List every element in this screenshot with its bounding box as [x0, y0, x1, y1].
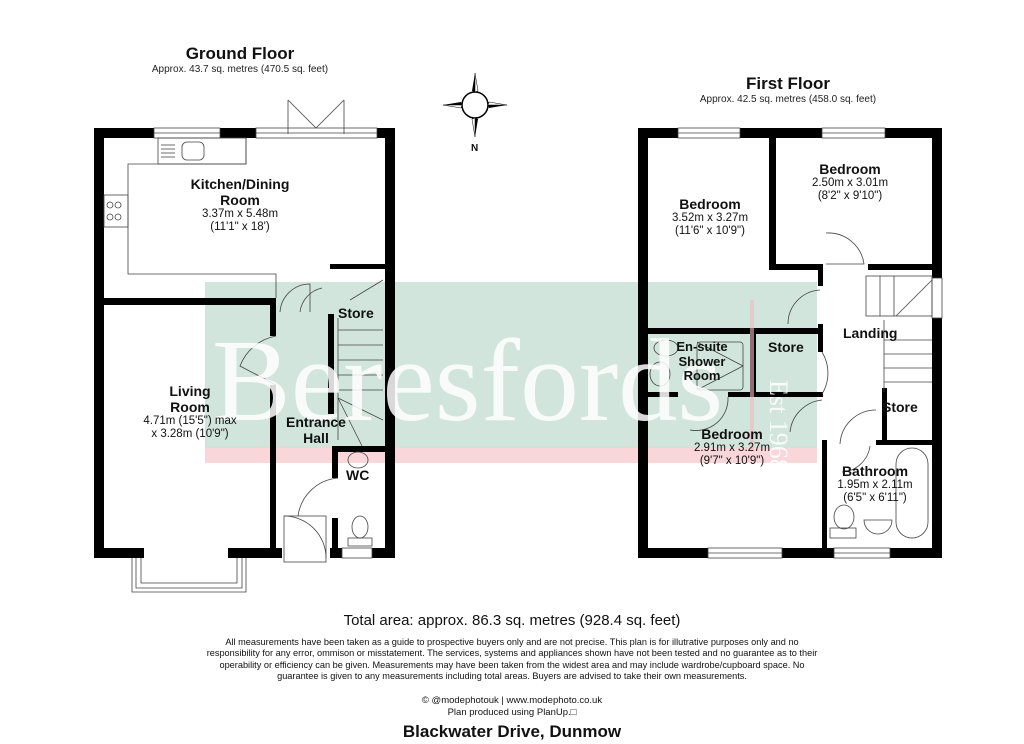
ground-floor-area: Approx. 43.7 sq. metres (470.5 sq. feet) [151, 64, 329, 75]
ground-floor-fixtures [103, 99, 384, 593]
room-landing: Landing [843, 325, 898, 341]
room-entrance-hall: Entrance Hall [286, 414, 346, 446]
room-store-first-2: Store [882, 399, 918, 415]
credit-copyright: © @modephotouk | www.modephoto.co.uk [421, 695, 603, 706]
first-floor-area: Approx. 42.5 sq. metres (458.0 sq. feet) [699, 94, 877, 105]
room-living: Living Room 4.71m (15'5") max x 3.28m (1… [143, 383, 237, 440]
first-floor-title: First Floor [745, 74, 831, 93]
credits: © @modephotouk | www.modephoto.co.uk Pla… [0, 695, 1024, 719]
room-store-ground: Store [338, 305, 374, 321]
ground-floor-header: Ground Floor Approx. 43.7 sq. metres (47… [140, 44, 340, 75]
disclaimer: All measurements have been taken as a gu… [206, 637, 818, 681]
watermark-brand-text: Beresfords [212, 315, 723, 446]
compass-rose-icon [442, 72, 508, 138]
ground-floor-title: Ground Floor [185, 44, 295, 63]
first-floor-walls [638, 128, 942, 558]
room-store-first-1: Store [768, 339, 804, 355]
credit-planup: Plan produced using PlanUp.□ [447, 707, 577, 718]
watermark-band-green [205, 282, 817, 448]
ground-floor-walls [94, 128, 395, 558]
first-floor-fixtures [649, 127, 943, 559]
first-floor-header: First Floor Approx. 42.5 sq. metres (458… [688, 74, 888, 105]
compass-north-label: N [471, 143, 479, 154]
room-bedroom-2: Bedroom 2.50m x 3.01m (8'2" x 9'10") [811, 161, 889, 202]
room-bathroom: Bathroom 1.95m x 2.11m (6'5" x 6'11") [837, 463, 913, 504]
total-area: Total area: approx. 86.3 sq. metres (928… [343, 612, 681, 629]
room-wc: WC [346, 467, 370, 483]
room-bedroom-1: Bedroom 3.52m x 3.27m (11'6" x 10'9") [671, 196, 749, 237]
svg-text:Est 1968: Est 1968 [764, 380, 793, 472]
room-kitchen-dining: Kitchen/Dining Room 3.37m x 5.48m (11'1"… [190, 176, 290, 233]
property-address: Blackwater Drive, Dunmow [402, 722, 622, 741]
room-ensuite: En-suite Shower Room [676, 339, 728, 383]
room-bedroom-3: Bedroom 2.91m x 3.27m (9'7" x 10'9") [693, 426, 771, 467]
